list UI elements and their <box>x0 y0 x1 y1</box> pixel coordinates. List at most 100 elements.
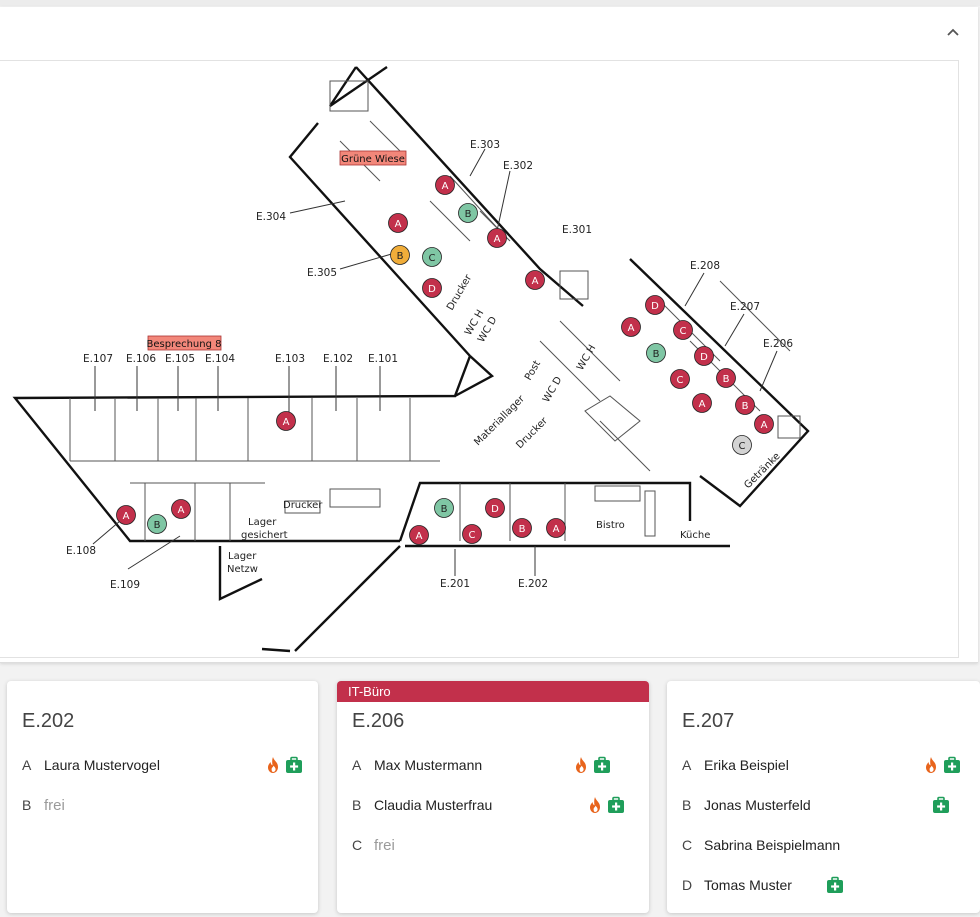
seat-occupant: Tomas Muster <box>704 877 792 893</box>
svg-text:B: B <box>441 504 448 515</box>
seat-row[interactable]: A Erika Beispiel <box>682 753 789 777</box>
seat-row[interactable]: C frei <box>352 833 395 857</box>
seat-marker[interactable]: B <box>735 395 755 415</box>
seat-marker[interactable]: D <box>694 346 714 366</box>
svg-text:A: A <box>494 234 501 245</box>
collapse-button[interactable] <box>942 21 964 43</box>
room-card-e206[interactable]: IT-Büro E.206 A Max Mustermann B Claudia… <box>337 681 649 913</box>
seat-letter: B <box>22 797 32 813</box>
label-gruene-wiese: Grüne Wiese <box>341 154 405 165</box>
room-title: E.206 <box>352 710 405 732</box>
room-label: E.106 <box>126 353 156 365</box>
seat-letter: C <box>352 837 363 853</box>
seat-marker[interactable]: A <box>435 175 455 195</box>
seat-row[interactable]: A Max Mustermann <box>352 753 482 777</box>
seat-row[interactable]: D Tomas Muster <box>682 873 792 897</box>
seat-marker[interactable]: D <box>422 278 442 298</box>
seat-free: frei <box>374 836 395 854</box>
seat-marker[interactable]: A <box>754 414 774 434</box>
seat-marker[interactable]: A <box>692 393 712 413</box>
seat-row[interactable]: A Laura Mustervogel <box>22 753 160 777</box>
seat-row[interactable]: B frei <box>22 793 65 817</box>
seat-marker[interactable]: B <box>147 514 167 534</box>
seat-marker[interactable]: B <box>390 245 410 265</box>
seat-marker[interactable]: A <box>116 505 136 525</box>
area-label: gesichert <box>241 530 288 541</box>
seat-marker[interactable]: D <box>645 295 665 315</box>
fire-warden-icon <box>576 757 586 773</box>
room-label: E.304 <box>256 211 286 223</box>
svg-text:B: B <box>742 401 749 412</box>
seat-marker[interactable]: A <box>546 518 566 538</box>
room-card-e207[interactable]: E.207 A Erika Beispiel B Jonas Musterfel… <box>667 681 980 913</box>
seat-letter: B <box>682 797 692 813</box>
svg-text:A: A <box>699 399 706 410</box>
seat-occupant: Erika Beispiel <box>704 757 789 773</box>
svg-text:B: B <box>397 251 404 262</box>
room-title: E.202 <box>22 710 75 732</box>
seat-marker[interactable]: D <box>485 498 505 518</box>
seat-marker[interactable]: C <box>673 320 693 340</box>
seat-occupant: Sabrina Beispielmann <box>704 837 841 853</box>
svg-text:B: B <box>519 524 526 535</box>
area-label: Drucker <box>445 272 475 312</box>
svg-text:A: A <box>532 276 539 287</box>
seat-marker[interactable]: A <box>621 317 641 337</box>
svg-text:A: A <box>178 505 185 516</box>
first-aid-icon <box>594 756 610 773</box>
seat-icons <box>586 793 625 817</box>
svg-text:C: C <box>739 441 746 452</box>
label-besprechung: Besprechung 8 <box>146 339 221 350</box>
seat-marker[interactable]: C <box>732 435 752 455</box>
svg-text:C: C <box>680 326 687 337</box>
seat-marker[interactable]: C <box>462 524 482 544</box>
first-aid-icon <box>286 756 302 773</box>
seat-icons <box>932 793 950 817</box>
room-label: E.301 <box>562 224 592 236</box>
area-label: Getränke <box>742 451 782 491</box>
svg-text:D: D <box>651 301 659 312</box>
seat-row[interactable]: B Claudia Musterfrau <box>352 793 492 817</box>
svg-text:B: B <box>723 374 730 385</box>
area-label: Lager <box>248 517 277 528</box>
chevron-up-icon <box>947 28 959 36</box>
area-label: Netzw <box>227 564 258 575</box>
seat-marker[interactable]: A <box>525 270 545 290</box>
room-label: E.206 <box>763 338 793 350</box>
seat-free: frei <box>44 796 65 814</box>
room-cards: E.202 A Laura Mustervogel B frei IT-Büro… <box>0 681 980 917</box>
seat-row[interactable]: C Sabrina Beispielmann <box>682 833 840 857</box>
area-label: Lager <box>228 551 257 562</box>
seat-marker[interactable]: B <box>512 518 532 538</box>
seat-marker[interactable]: A <box>171 499 191 519</box>
svg-text:B: B <box>465 209 472 220</box>
seat-occupant: Max Mustermann <box>374 757 483 773</box>
floor-plan[interactable]: Grüne Wiese Besprechung 8 E.303 E.302 E.… <box>0 60 959 658</box>
seat-marker[interactable]: A <box>276 411 296 431</box>
area-label: Post <box>523 359 543 383</box>
svg-text:A: A <box>442 181 449 192</box>
room-label: E.109 <box>110 579 140 591</box>
area-label: Drucker <box>514 415 550 451</box>
room-label: E.103 <box>275 353 305 365</box>
seat-marker[interactable]: A <box>409 525 429 545</box>
room-card-e202[interactable]: E.202 A Laura Mustervogel B frei <box>7 681 318 913</box>
seat-marker[interactable]: C <box>670 369 690 389</box>
svg-text:D: D <box>428 284 436 295</box>
seat-marker[interactable]: B <box>458 203 478 223</box>
fire-warden-icon <box>926 757 936 773</box>
seat-marker[interactable]: B <box>646 343 666 363</box>
svg-text:A: A <box>553 524 560 535</box>
seat-marker[interactable]: C <box>422 247 442 267</box>
seat-marker[interactable]: B <box>716 368 736 388</box>
seat-row[interactable]: B Jonas Musterfeld <box>682 793 811 817</box>
seat-marker[interactable]: A <box>388 213 408 233</box>
seat-marker[interactable]: A <box>487 228 507 248</box>
room-title: E.207 <box>682 710 735 732</box>
fire-warden-icon <box>268 757 278 773</box>
seat-letter: A <box>352 757 362 773</box>
seat-icons <box>826 873 844 897</box>
room-label: E.208 <box>690 260 720 272</box>
seat-marker[interactable]: B <box>434 498 454 518</box>
first-aid-icon <box>944 756 960 773</box>
